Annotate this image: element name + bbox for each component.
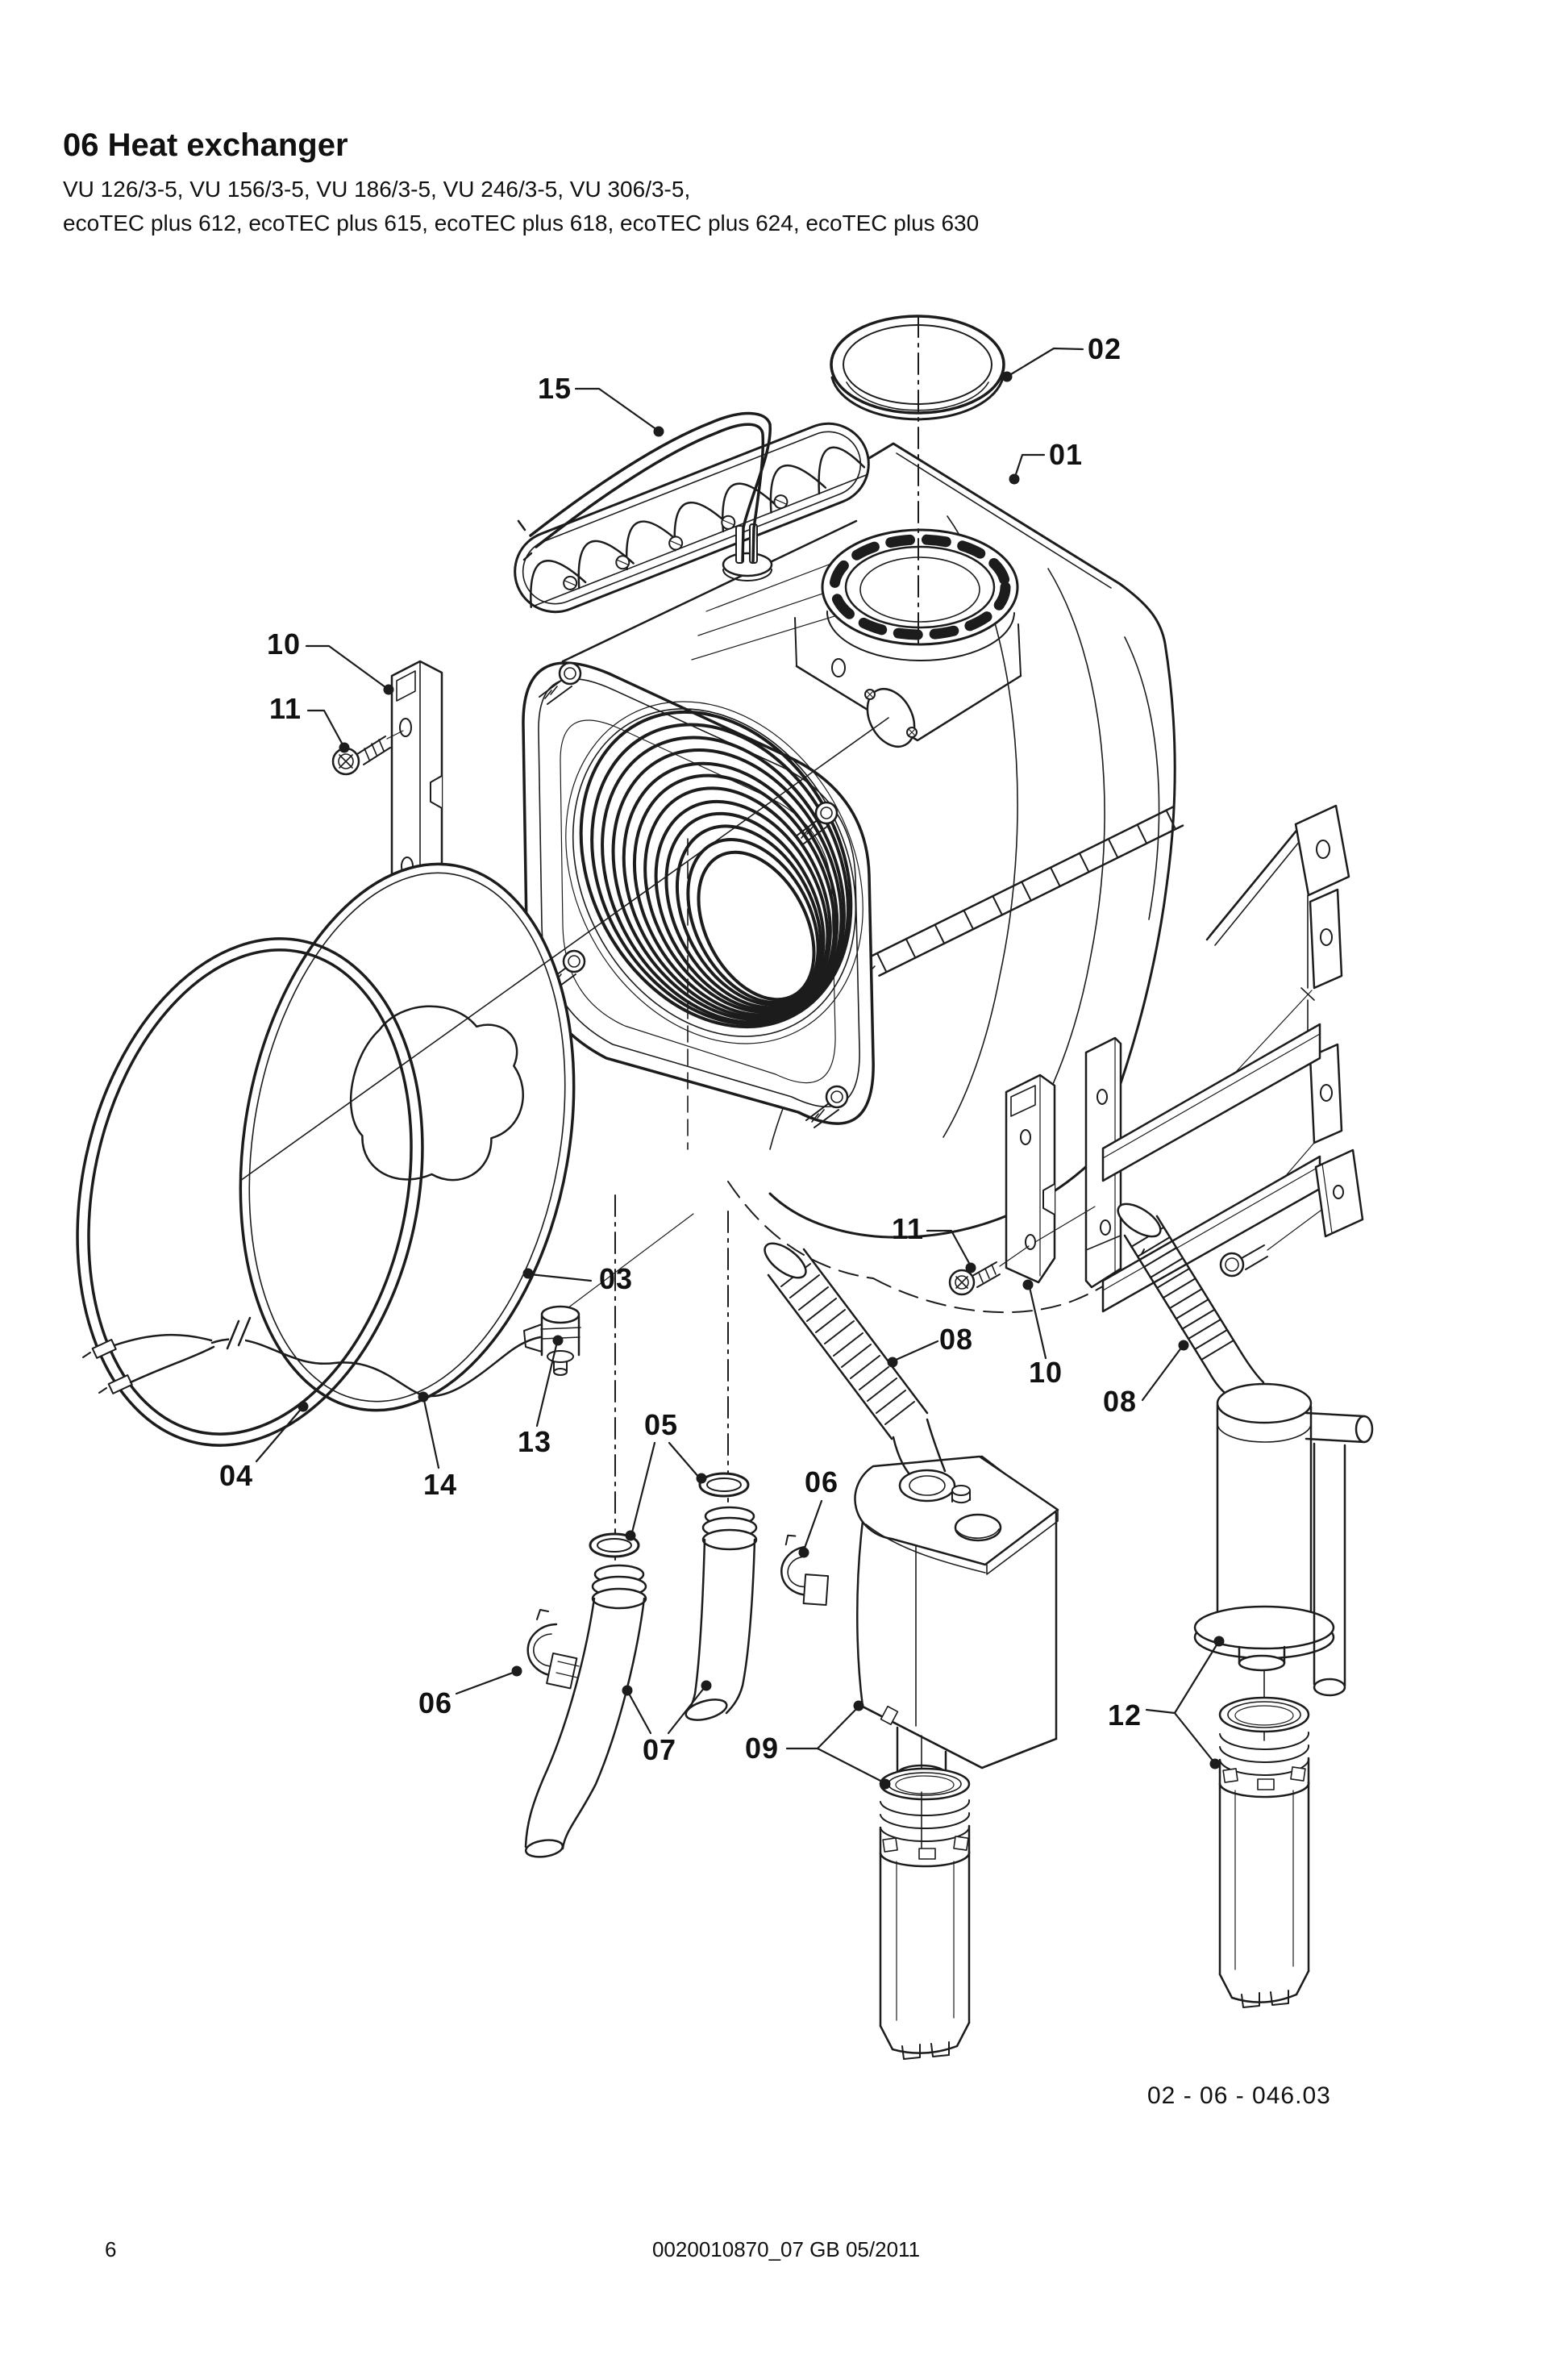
bracket-screw: [1219, 1148, 1364, 1278]
part-callout-15: 15: [537, 372, 572, 405]
siphon-cup-right: [1218, 1696, 1310, 2008]
part-callout-06: 06: [418, 1686, 453, 1719]
part-callout-07: 07: [642, 1733, 677, 1766]
leader-lines: [255, 347, 1225, 1790]
o-rings: [589, 1472, 750, 1558]
part-callout-11: 11: [891, 1212, 925, 1245]
model-list-line1: VU 126/3-5, VU 156/3-5, VU 186/3-5, VU 2…: [63, 177, 691, 202]
page-number: 6: [105, 2237, 117, 2261]
section-axis: [239, 717, 889, 1182]
part-callout-08: 08: [938, 1323, 974, 1356]
part-callout-05: 05: [643, 1408, 679, 1441]
sensor-cable: [82, 1316, 542, 1398]
model-list-line2: ecoTEC plus 612, ecoTEC plus 615, ecoTEC…: [63, 210, 980, 235]
hose-clip-right: [780, 1534, 830, 1607]
part-callout-09: 09: [744, 1732, 780, 1765]
part-callout-02: 02: [1087, 332, 1122, 365]
drain-pipe-left: [524, 1564, 647, 1858]
mounting-bars: [1101, 1023, 1321, 1313]
wall-bracket: [1205, 804, 1350, 1209]
heat-exchanger-body: [514, 411, 1184, 1239]
rail-screw-left: [331, 730, 404, 776]
part-callout-10: 10: [266, 627, 302, 661]
part-callout-14: 14: [422, 1468, 458, 1501]
part-callout-01: 01: [1048, 438, 1084, 471]
part-callout-04: 04: [218, 1459, 254, 1492]
drain-pipe-right: [685, 1506, 758, 1721]
part-callout-03: 03: [598, 1262, 634, 1295]
part-callout-10: 10: [1028, 1356, 1063, 1389]
inspection-port: [864, 688, 918, 748]
part-callout-11: 11: [268, 692, 302, 725]
electrode-grommet: [722, 523, 773, 581]
seal-ring: [76, 937, 424, 1447]
siphon: [1193, 1382, 1374, 1741]
flex-hose-left: [764, 1242, 929, 1440]
serrated-seam: [868, 806, 1184, 977]
routing-axis: [727, 1181, 874, 1279]
part-callout-08: 08: [1102, 1385, 1138, 1418]
flange-bolts: [539, 661, 849, 1128]
hose-clip-left: [526, 1609, 580, 1690]
condensate-trap: [854, 1418, 1059, 1785]
part-callout-13: 13: [517, 1425, 552, 1458]
mounting-rail-right-1: [1005, 1073, 1056, 1284]
rail-screw-right: [948, 1206, 1096, 1296]
turret-opening: [794, 528, 1022, 742]
siphon-cup-left: [879, 1735, 971, 2060]
document-id: 0020010870_07 GB 05/2011: [651, 2237, 921, 2261]
ntc-sensor: [523, 1213, 694, 1376]
part-callout-12: 12: [1107, 1699, 1142, 1732]
insulation-disc: [239, 862, 576, 1412]
diagram-ref: 02 - 06 - 046.03: [1147, 2082, 1331, 2109]
flex-hose-right: [1117, 1203, 1265, 1402]
page-title: 06 Heat exchanger: [63, 127, 348, 163]
ignition-cable: [517, 411, 772, 563]
finned-rail: [514, 422, 870, 614]
part-callout-06: 06: [804, 1465, 839, 1498]
